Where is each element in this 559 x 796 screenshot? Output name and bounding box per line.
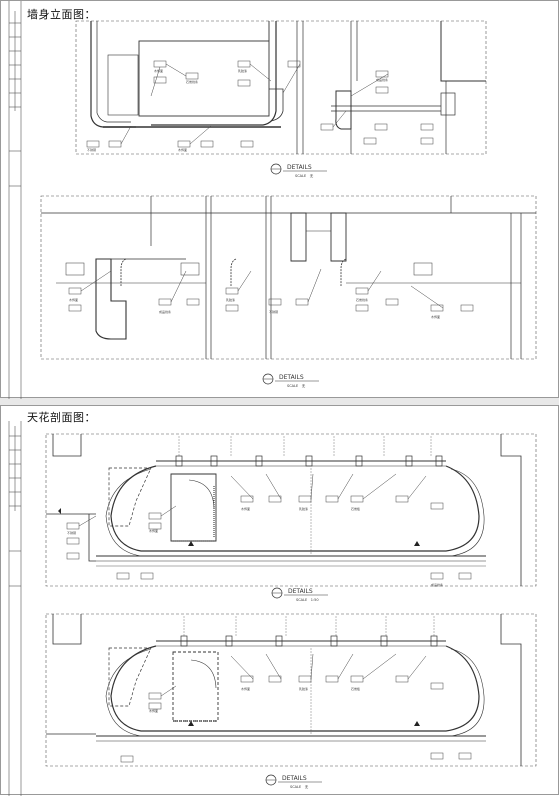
- svg-text:成品线条: 成品线条: [431, 582, 443, 587]
- sheet-separator: [0, 398, 559, 405]
- drawing-sheet-wall-elevation: 墙身立面图：: [0, 0, 559, 399]
- detail-tag-1: DETAILS SCALE 无: [270, 163, 327, 178]
- svg-text:木饰面: 木饰面: [178, 147, 187, 152]
- detail-1-elevation: 木饰面乳胶漆石膏线条 不锈钢木饰面成品线条: [75, 20, 487, 155]
- detail-label: DETAILS: [279, 374, 304, 381]
- detail-label: DETAILS: [287, 164, 312, 171]
- svg-text:乳胶漆: 乳胶漆: [226, 297, 235, 302]
- detail-scale: SCALE 无: [290, 785, 309, 789]
- svg-text:成品线条: 成品线条: [159, 309, 171, 314]
- detail-label: DETAILS: [282, 775, 307, 782]
- detail-scale: SCALE 无: [287, 384, 306, 388]
- svg-text:石膏线条: 石膏线条: [186, 79, 198, 84]
- svg-text:木饰面: 木饰面: [241, 686, 250, 691]
- ceiling-section-drawing: 木饰面乳胶漆石膏板 不锈钢木饰面成品线条 DETAILS SCALE 1:50: [8, 421, 537, 796]
- svg-text:木饰面: 木饰面: [154, 68, 163, 73]
- svg-text:不锈钢: 不锈钢: [67, 530, 76, 535]
- svg-text:乳胶漆: 乳胶漆: [299, 686, 308, 691]
- svg-text:成品线条: 成品线条: [376, 77, 388, 82]
- svg-text:乳胶漆: 乳胶漆: [238, 68, 247, 73]
- svg-text:木饰面: 木饰面: [431, 314, 440, 319]
- detail-tag-2: DETAILS SCALE 无: [262, 373, 319, 388]
- detail-scale: SCALE 1:50: [296, 598, 319, 602]
- sheet-title: 天花剖面图：: [27, 411, 96, 424]
- svg-text:不锈钢: 不锈钢: [269, 309, 278, 314]
- svg-text:木饰面: 木饰面: [149, 528, 158, 533]
- svg-text:石膏板: 石膏板: [351, 506, 360, 511]
- wall-elevation-drawing: 木饰面乳胶漆石膏线条 不锈钢木饰面成品线条 DETAILS SCALE 无: [8, 1, 537, 399]
- title-block-strip: [8, 1, 22, 399]
- sheet-title: 墙身立面图：: [27, 8, 96, 21]
- svg-text:乳胶漆: 乳胶漆: [299, 506, 308, 511]
- detail-label: DETAILS: [288, 588, 313, 595]
- drawing-sheet-ceiling-section: 天花剖面图：: [0, 405, 559, 796]
- title-block-cells: [9, 22, 21, 187]
- svg-text:石膏线条: 石膏线条: [356, 297, 368, 302]
- detail-scale: SCALE 无: [295, 174, 314, 178]
- svg-text:木饰面: 木饰面: [149, 708, 158, 713]
- svg-text:石膏板: 石膏板: [351, 686, 360, 691]
- detail-tag-3: DETAILS SCALE 1:50: [271, 587, 328, 602]
- svg-text:木饰面: 木饰面: [241, 506, 250, 511]
- detail-2-elevation: 木饰面乳胶漆石膏线条 成品线条不锈钢木饰面: [40, 195, 537, 360]
- ceiling-section-2: 木饰面 乳胶漆 石膏板 木饰面: [45, 613, 537, 767]
- svg-text:木饰面: 木饰面: [69, 297, 78, 302]
- svg-text:不锈钢: 不锈钢: [87, 147, 96, 152]
- detail-tag-4: DETAILS SCALE 无: [265, 774, 322, 789]
- title-block-strip: [8, 421, 22, 796]
